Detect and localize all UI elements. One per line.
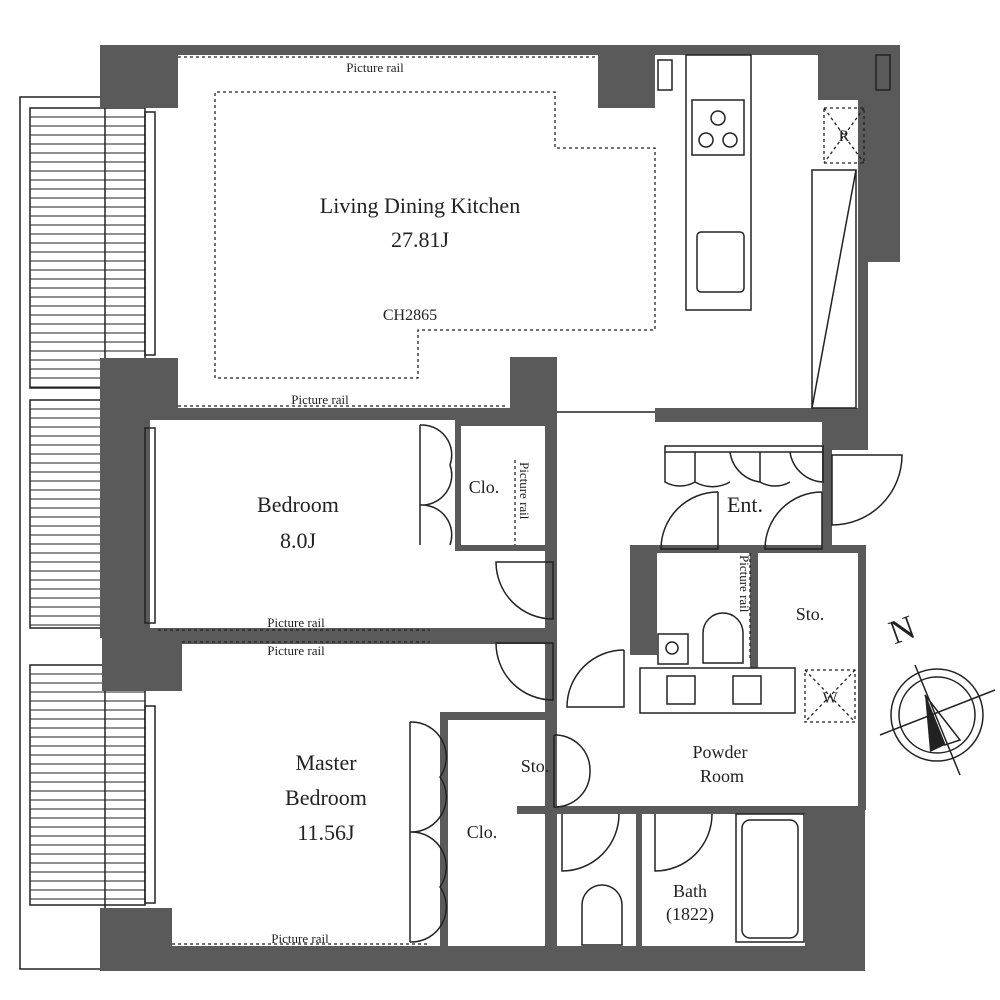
bedroom-name: Bedroom	[257, 492, 339, 517]
walls	[100, 45, 900, 971]
doors	[409, 411, 903, 943]
rail-ldk-bottom: Picture rail	[291, 392, 349, 407]
closet-1: Clo.	[469, 477, 500, 497]
bath-name: Bath	[673, 881, 707, 901]
rail-top: Picture rail	[346, 60, 404, 75]
entrance-label: Ent.	[727, 492, 763, 517]
fridge-space	[823, 107, 865, 164]
balcony-grating	[29, 107, 146, 389]
rail-bedroom-closet: Picture rail	[517, 462, 532, 520]
ceiling-outline	[158, 56, 751, 945]
master-size: 11.56J	[297, 820, 355, 845]
storage-1: Sto.	[796, 604, 825, 624]
master-name-2: Bedroom	[285, 785, 367, 810]
ldk-size: 27.81J	[391, 227, 450, 252]
master-name-1: Master	[295, 750, 357, 775]
rail-master-top: Picture rail	[267, 643, 325, 658]
bedroom-size: 8.0J	[280, 528, 317, 553]
storage-2: Sto.	[521, 756, 550, 776]
closet-2: Clo.	[467, 822, 498, 842]
compass: N	[879, 609, 996, 776]
powder-line-2: Room	[700, 766, 744, 786]
washer-label: W	[822, 690, 838, 707]
compass-north: N	[884, 609, 920, 652]
powder-line-1: Powder	[693, 742, 748, 762]
ldk-ceiling: CH2865	[383, 307, 437, 324]
fixtures	[581, 612, 856, 946]
fridge-label: R	[839, 128, 850, 145]
rail-bedroom-bottom: Picture rail	[267, 615, 325, 630]
ldk-name: Living Dining Kitchen	[320, 193, 520, 218]
bath-size: (1822)	[666, 904, 714, 925]
room-labels: Living Dining Kitchen 27.81J CH2865 Bedr…	[257, 60, 850, 946]
kitchen-counter	[657, 54, 891, 409]
rail-master-bottom: Picture rail	[271, 931, 329, 946]
rail-toilet: Picture rail	[737, 555, 752, 613]
windows	[144, 111, 156, 904]
